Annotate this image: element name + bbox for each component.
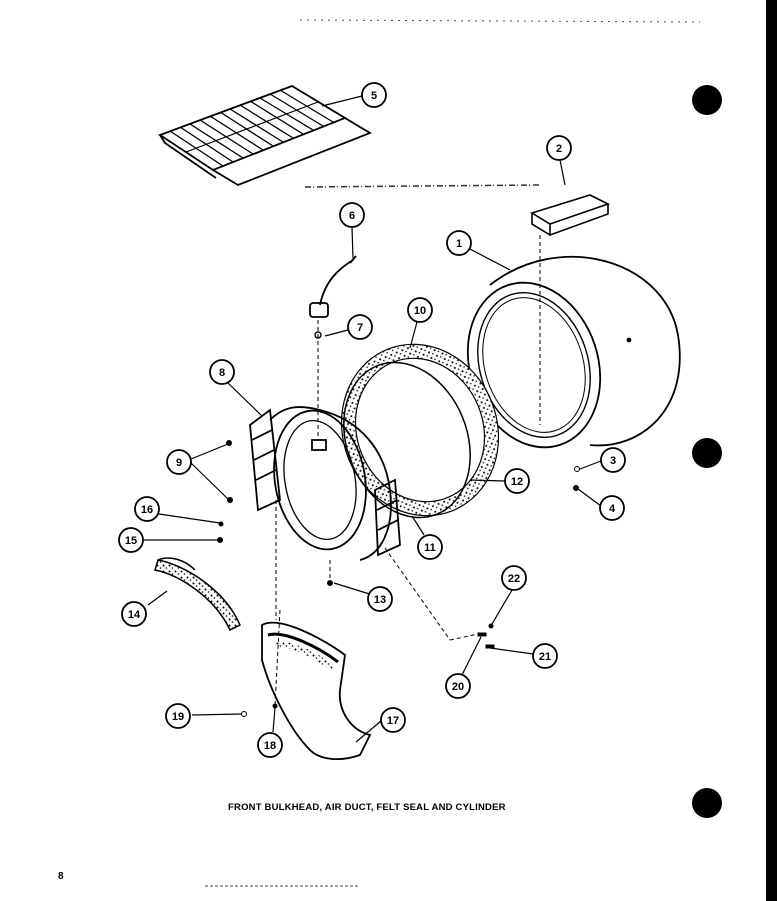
callout-2: 2: [546, 135, 572, 161]
svg-text:8: 8: [219, 367, 225, 379]
part-17-air-duct: [261, 621, 372, 761]
callout-8: 8: [209, 359, 235, 385]
callout-21: 21: [532, 643, 558, 669]
callout-5: 5: [361, 82, 387, 108]
svg-text:20: 20: [452, 681, 464, 693]
callout-9: 9: [166, 449, 192, 475]
callout-19: 19: [165, 703, 191, 729]
assembly-lines: [274, 320, 479, 706]
svg-text:13: 13: [374, 594, 386, 606]
svg-text:16: 16: [141, 504, 153, 516]
callouts: 5 2 1 6 7 10 8 9 3 4 12 11 16 15 13 14 2…: [118, 82, 626, 758]
leader-lines: [144, 95, 602, 743]
callout-13: 13: [367, 586, 393, 612]
binder-hole-middle: [692, 438, 722, 468]
callout-14: 14: [121, 601, 147, 627]
part-1-cylinder: [466, 255, 681, 449]
callout-10: 10: [407, 297, 433, 323]
part-6-sensor-wire: [309, 255, 357, 318]
part-2-bracket: [530, 194, 611, 237]
svg-text:3: 3: [610, 455, 616, 467]
svg-text:12: 12: [511, 476, 523, 488]
callout-22: 22: [501, 565, 527, 591]
svg-text:17: 17: [387, 715, 399, 727]
svg-text:5: 5: [371, 90, 377, 102]
svg-text:15: 15: [125, 535, 137, 547]
callout-17: 17: [380, 707, 406, 733]
binder-hole-bottom: [692, 788, 722, 818]
svg-text:6: 6: [349, 210, 355, 222]
callout-6: 6: [339, 202, 365, 228]
svg-text:9: 9: [176, 457, 182, 469]
page-number: 8: [58, 871, 64, 882]
callout-16: 16: [134, 496, 160, 522]
diagram-caption: FRONT BULKHEAD, AIR DUCT, FELT SEAL AND …: [228, 802, 506, 813]
scan-edge: [766, 0, 777, 901]
callout-12: 12: [504, 468, 530, 494]
callout-20: 20: [445, 673, 471, 699]
callout-7: 7: [347, 314, 373, 340]
svg-text:7: 7: [357, 322, 363, 334]
svg-text:11: 11: [424, 542, 436, 554]
scan-noise-top: [299, 19, 701, 23]
svg-text:18: 18: [264, 740, 276, 752]
scan-noise-mid: [304, 184, 541, 188]
svg-text:22: 22: [508, 573, 520, 585]
callout-3: 3: [600, 447, 626, 473]
svg-text:2: 2: [556, 143, 562, 155]
svg-text:19: 19: [172, 711, 184, 723]
callout-15: 15: [118, 527, 144, 553]
callout-18: 18: [257, 732, 283, 758]
svg-text:21: 21: [539, 651, 551, 663]
binder-hole-top: [692, 85, 722, 115]
svg-text:14: 14: [128, 609, 141, 621]
svg-text:10: 10: [414, 305, 426, 317]
callout-4: 4: [599, 495, 625, 521]
part-8-front-bulkhead: [249, 406, 401, 561]
svg-text:1: 1: [456, 238, 462, 250]
part-14-trim: [154, 557, 241, 632]
svg-text:4: 4: [609, 503, 616, 515]
callout-11: 11: [417, 534, 443, 560]
part-5-wire-rack: [158, 85, 373, 186]
callout-1: 1: [446, 230, 472, 256]
